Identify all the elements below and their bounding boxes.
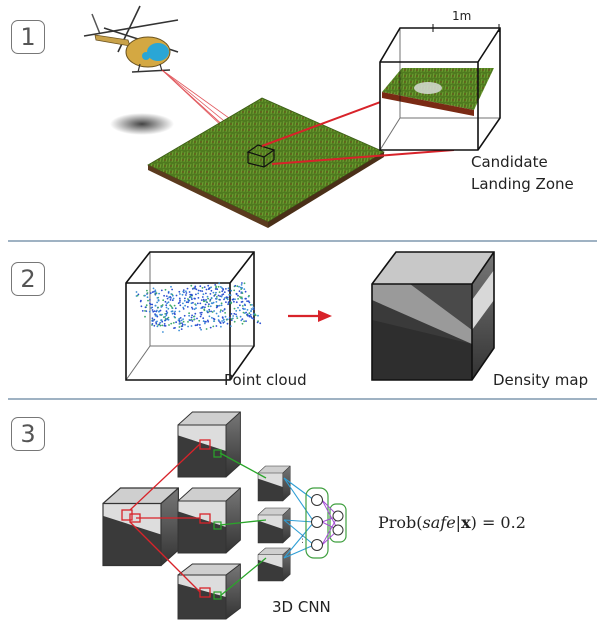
step-badge-2: 2 — [11, 262, 45, 296]
divider-2 — [8, 398, 597, 400]
density-map-label: Density map — [493, 371, 589, 389]
links-layer1-to-layer2 — [219, 452, 267, 597]
formula-safe: safe — [422, 513, 456, 532]
zoom-line-bottom — [271, 149, 455, 165]
fc-layer — [305, 487, 347, 559]
conv-layer1-cube-mid — [177, 487, 241, 554]
links-input-to-layer1 — [129, 443, 201, 593]
candidate-cube-large — [379, 27, 501, 151]
scale-label: 1m — [452, 9, 472, 23]
divider-1 — [8, 240, 597, 242]
zone-label-line1: Candidate — [471, 153, 548, 171]
zone-label-line2: Landing Zone — [471, 175, 574, 193]
conv-layer1-cube-top — [177, 411, 241, 478]
point-cloud-label: Point cloud — [224, 371, 307, 389]
conv-layer2-cube-bot — [257, 547, 291, 582]
panel-2 — [125, 251, 495, 381]
helicopter-icon — [83, 5, 179, 73]
helicopter-shadow — [110, 113, 174, 135]
probability-formula: Prob(safe|x) = 0.2 — [378, 513, 526, 532]
formula-suffix: ) = 0.2 — [470, 513, 526, 532]
step-badge-3: 3 — [11, 417, 45, 451]
links-layer2-to-fc — [283, 477, 315, 559]
conv-layer2-cube-mid — [257, 507, 291, 544]
step-badge-1: 1 — [11, 20, 45, 54]
density-map-cube — [371, 251, 495, 381]
formula-prefix: Prob( — [378, 513, 423, 532]
conv-layer1-cube-bot — [177, 563, 241, 620]
formula-bar: | — [455, 513, 462, 532]
point-cloud-points — [135, 282, 262, 333]
fc-nodes — [311, 494, 344, 551]
panel-3: ⋮ — [102, 411, 347, 620]
scale-bar — [432, 24, 500, 32]
panel-1 — [83, 5, 501, 228]
ellipsis-dots: ⋮ — [298, 535, 307, 545]
conv-layer2-cube-top — [257, 465, 291, 502]
point-cloud-cube — [125, 251, 262, 381]
transform-arrow — [288, 310, 332, 322]
zoom-line-top — [261, 99, 387, 147]
candidate-cube-small — [246, 144, 276, 168]
cnn-label: 3D CNN — [272, 598, 331, 616]
formula-x: x — [461, 513, 471, 532]
terrain-patch — [147, 97, 385, 223]
